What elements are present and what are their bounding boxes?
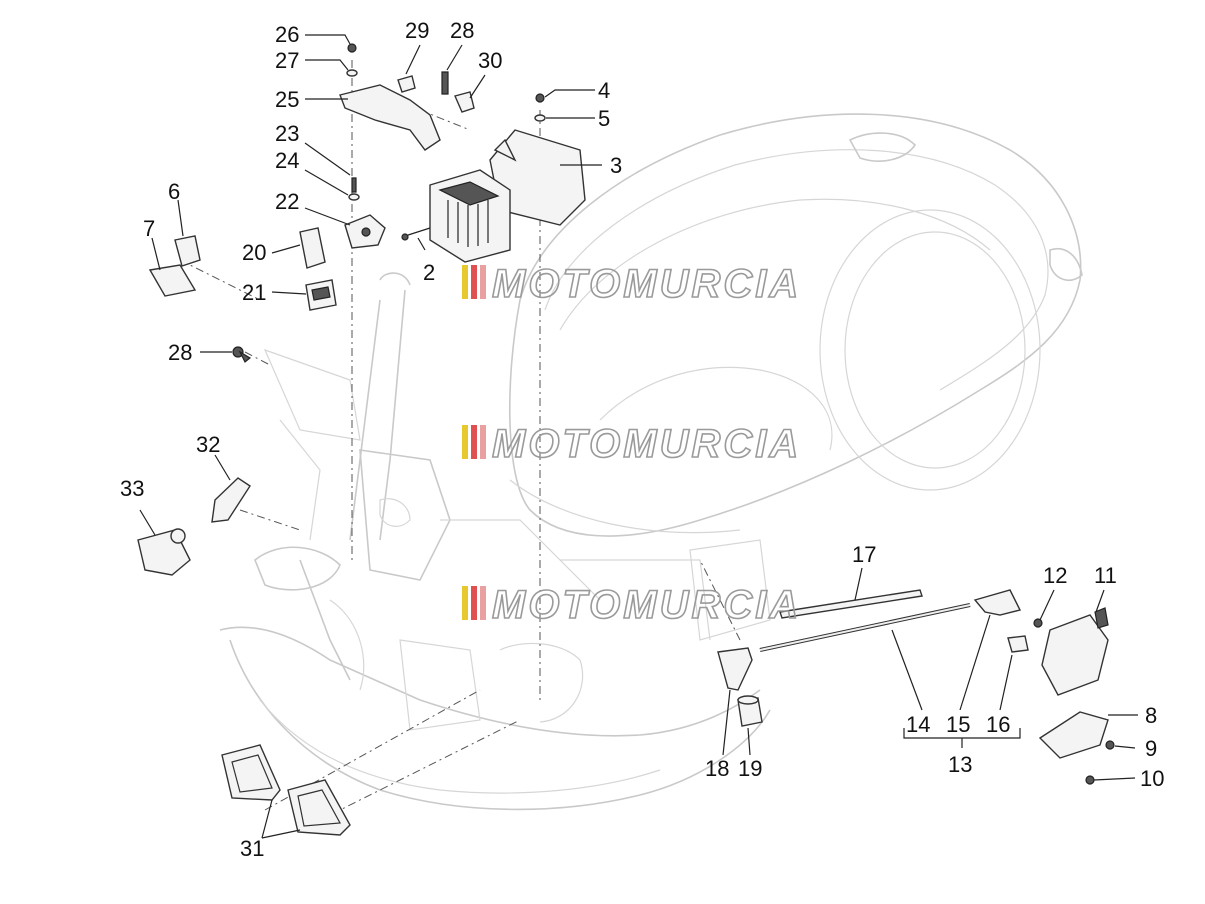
part-hose-17: [779, 589, 923, 619]
part-screw-2: [401, 227, 431, 241]
svg-text:MOTOMURCIA: MOTOMURCIA: [492, 422, 801, 466]
callout-19: 19: [738, 756, 762, 781]
part-clamp-22: [344, 214, 386, 249]
part-bracket-25: [339, 75, 475, 151]
callout-26: 26: [275, 22, 299, 47]
callout-24: 24: [275, 148, 299, 173]
part-voltage-regulator: [429, 169, 511, 263]
callout-18: 18: [705, 756, 729, 781]
part-holder-32: [211, 477, 251, 523]
callout-29: 29: [405, 18, 429, 43]
scooter-body-outline: [219, 113, 1083, 811]
callout-32: 32: [196, 432, 220, 457]
callout-8: 8: [1145, 703, 1157, 728]
callout-7: 7: [143, 216, 155, 241]
callout-21: 21: [242, 280, 266, 305]
part-plug-19: [737, 695, 763, 727]
watermark-top: MOTOMURCIA: [462, 261, 801, 307]
callout-12: 12: [1043, 563, 1067, 588]
callout-6: 6: [168, 179, 180, 204]
watermark-middle: MOTOMURCIA: [462, 421, 801, 467]
part-cable-14: [759, 603, 971, 652]
callout-22: 22: [275, 189, 299, 214]
callout-30: 30: [478, 48, 502, 73]
callout-28-left: 28: [168, 340, 192, 365]
svg-text:MOTOMURCIA: MOTOMURCIA: [492, 262, 801, 306]
callout-20: 20: [242, 240, 266, 265]
callout-33: 33: [120, 476, 144, 501]
part-bracket-8: [1038, 711, 1115, 785]
svg-text:MOTOMURCIA: MOTOMURCIA: [492, 583, 801, 627]
callout-16: 16: [986, 712, 1010, 737]
part-cap-18: [717, 647, 753, 691]
part-spark-cap-15: [973, 589, 1022, 616]
callout-10: 10: [1140, 766, 1164, 791]
callout-27: 27: [275, 48, 299, 73]
callout-31: 31: [240, 836, 264, 861]
leader-lines: [139, 34, 1138, 839]
callout-23: 23: [275, 121, 299, 146]
callout-17: 17: [852, 542, 876, 567]
callout-3: 3: [610, 153, 622, 178]
callout-2: 2: [423, 260, 435, 285]
part-bolt-28: [232, 346, 252, 363]
part-connector-20-21: [299, 227, 337, 311]
callout-5: 5: [598, 106, 610, 131]
callout-13: 13: [948, 752, 972, 777]
watermark-bottom: MOTOMURCIA: [462, 582, 801, 628]
callout-14: 14: [906, 712, 930, 737]
callout-25: 25: [275, 87, 299, 112]
callout-11: 11: [1094, 563, 1117, 588]
callout-28-top: 28: [450, 18, 474, 43]
callout-4: 4: [598, 78, 610, 103]
part-seals-31: [221, 744, 351, 836]
part-small-fasteners-top: [346, 43, 546, 201]
part-coil-11: [1041, 607, 1109, 696]
callout-9: 9: [1145, 736, 1157, 761]
part-relay-6-7: [148, 235, 201, 297]
callout-15: 15: [946, 712, 970, 737]
part-fitting-12-16: [1007, 618, 1043, 653]
part-bracket-33: [137, 528, 191, 576]
callout-labels: 26 27 25 29 28 30 4 5 3 23 24 22 6 7 20 …: [120, 18, 1164, 861]
